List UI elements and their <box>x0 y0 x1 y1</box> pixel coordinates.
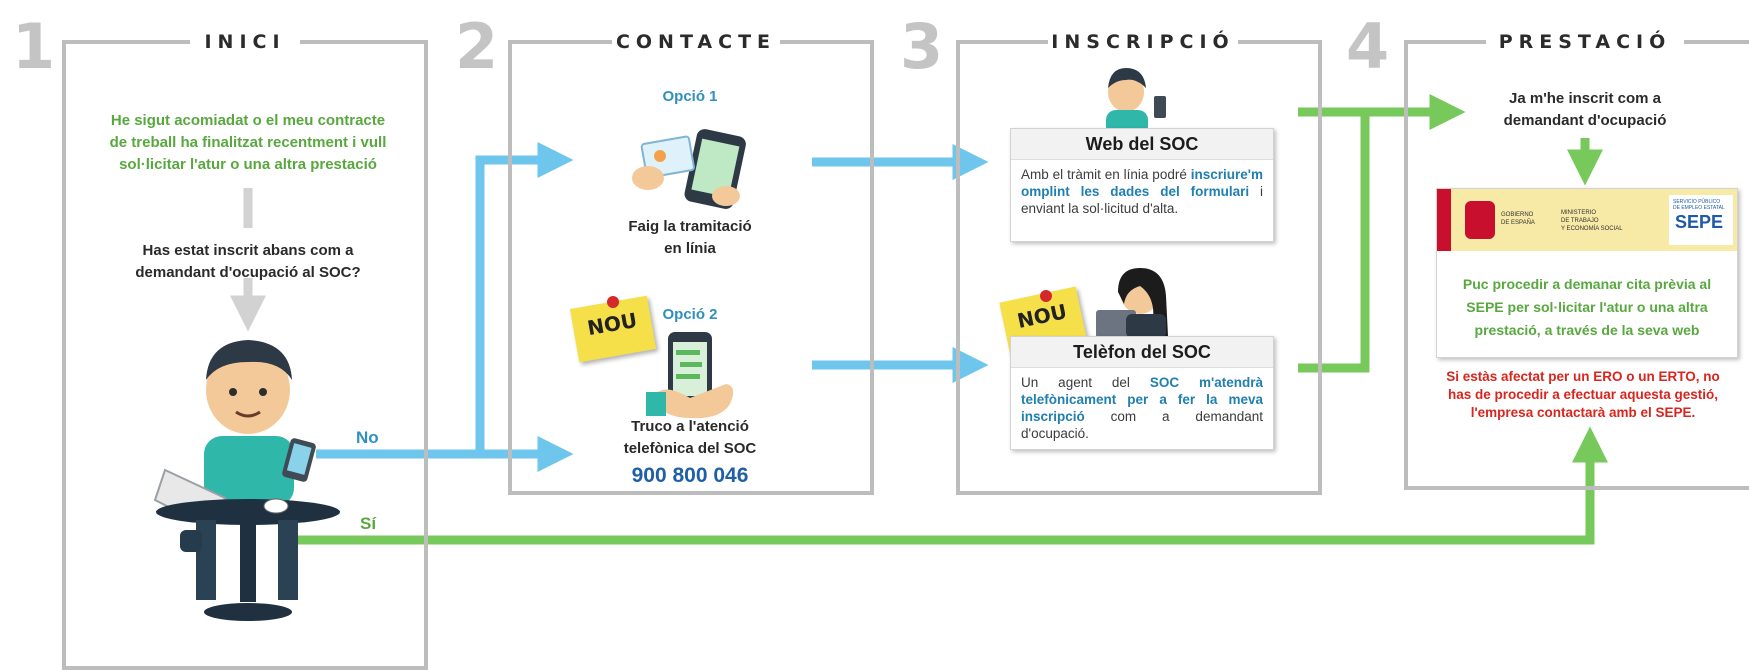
si-green-arrow <box>278 426 1608 545</box>
telefon-soc-card: Telèfon del SOC Un agent del SOC m'atend… <box>1010 336 1274 450</box>
prestacio-top-line-right <box>1684 40 1749 44</box>
ero-erto-warning: Si estàs afectat per un ERO o un ERTO, n… <box>1446 369 1720 420</box>
no-blue-arrow <box>316 142 574 459</box>
step-4-number: 4 <box>1346 10 1390 83</box>
no-label: No <box>356 428 379 447</box>
inici-title: INICI <box>204 31 286 53</box>
contacte-panel <box>508 40 874 495</box>
option-1-label: Opció 1 <box>662 88 718 105</box>
telefon-soc-title: Telèfon del SOC <box>1011 337 1273 368</box>
contacte-title: CONTACTE <box>615 31 777 53</box>
prestacio-top-line-left <box>1404 40 1486 44</box>
step-1-number: 1 <box>12 10 56 83</box>
pin-icon-2 <box>1040 290 1052 302</box>
inscripcio-top-line-right <box>1238 40 1322 44</box>
web-soc-title: Web del SOC <box>1011 129 1273 160</box>
inscripcio-panel <box>956 40 1322 495</box>
telefon-soc-text: Un agent del SOC m'atendrà telefònicamen… <box>1021 375 1263 441</box>
prestacio-panel <box>1404 40 1749 490</box>
pin-icon <box>607 296 619 308</box>
contacte-top-line-right <box>780 40 874 44</box>
inici-top-line-left <box>62 40 190 44</box>
step-3-number: 3 <box>900 10 944 83</box>
si-label: Sí <box>360 514 377 533</box>
prestacio-title: PRESTACIÓ <box>1498 31 1672 53</box>
web-soc-card: Web del SOC Amb el tràmit en línia podré… <box>1010 128 1274 242</box>
web-soc-text: Amb el tràmit en línia podré inscriure'm… <box>1021 167 1263 216</box>
step-2-number: 2 <box>455 10 499 83</box>
inscripcio-top-line-left <box>956 40 1048 44</box>
option-2-label: Opció 2 <box>662 306 718 323</box>
contacte-top-line-left <box>508 40 612 44</box>
flag-stripe <box>1437 189 1451 251</box>
coat-of-arms-icon <box>1465 201 1495 239</box>
inici-top-line-right <box>300 40 428 44</box>
inscripcio-title: INSCRIPCIÓ <box>1051 31 1235 53</box>
phone-number[interactable]: 900 800 046 <box>631 464 749 487</box>
inscripcio-to-prestacio-arrow <box>1298 107 1370 373</box>
